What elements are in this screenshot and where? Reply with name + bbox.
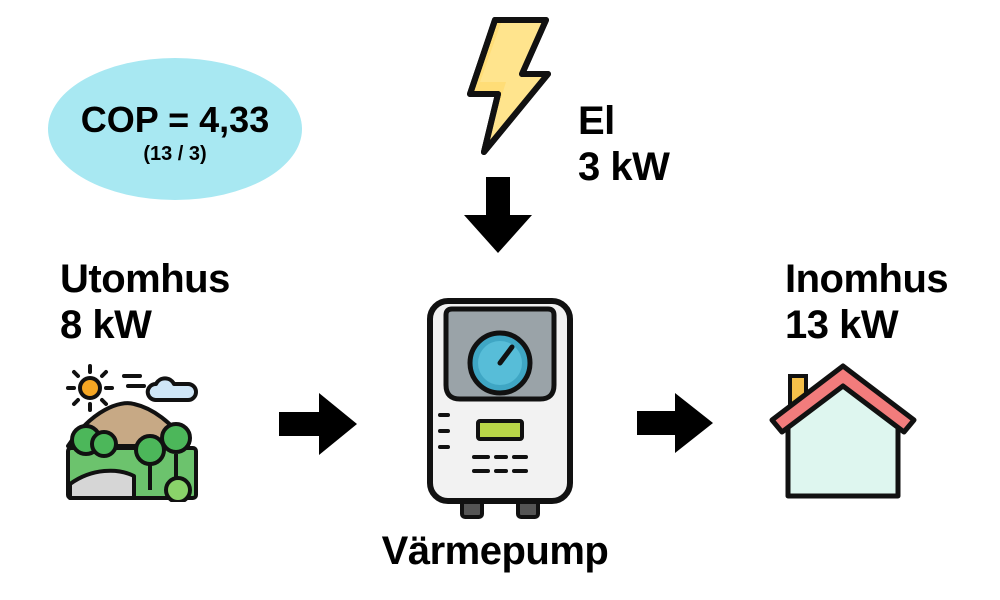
indoor-value: 13 kW — [785, 303, 899, 347]
lightning-icon — [467, 17, 551, 155]
cop-value: COP = 4,33 — [80, 99, 270, 140]
electricity-value: 3 kW — [578, 145, 670, 189]
arrow-right-icon — [637, 393, 713, 453]
landscape-icon — [66, 364, 198, 502]
indoor-label: Inomhus — [785, 257, 949, 301]
heat-pump-icon — [427, 298, 573, 519]
house-icon — [769, 363, 917, 499]
cop-bubble — [48, 58, 302, 200]
cop-formula: (13 / 3) — [143, 143, 207, 165]
pump-label: Värmepump — [381, 529, 609, 573]
electricity-label: El — [578, 99, 615, 143]
outdoor-label: Utomhus — [60, 257, 230, 301]
arrow-right-icon — [279, 393, 357, 455]
arrow-down-icon — [464, 177, 532, 253]
outdoor-value: 8 kW — [60, 303, 152, 347]
sun-icon — [66, 364, 114, 412]
